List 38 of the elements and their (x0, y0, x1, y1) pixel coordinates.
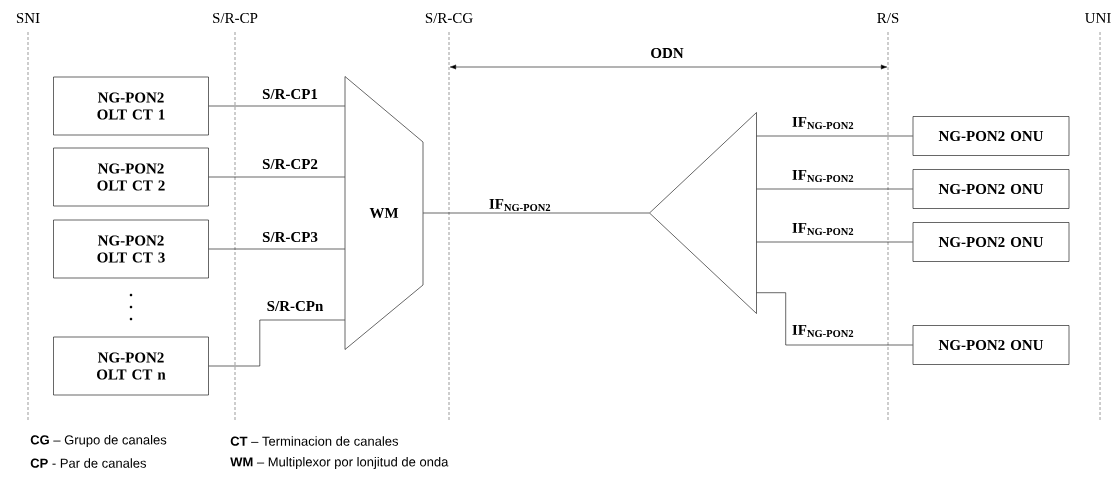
connector-line (756, 292, 913, 346)
edge-label: S/R-CP1 (262, 88, 318, 100)
multiplexer-trapezoid: WM (344, 76, 424, 350)
device-box: NG-PON2 OLT CT 2 (53, 147, 209, 207)
edge-label: IF$_{NG-PON2}$ (792, 324, 854, 338)
reference-point-label: SNI (16, 12, 40, 24)
connector-line (756, 135, 913, 137)
device-box: NG-PON2 ONU (912, 222, 1070, 262)
reference-point-label: R/S (877, 12, 899, 24)
edge-label: S/R-CP3 (262, 231, 318, 243)
splitter-triangle (649, 112, 757, 314)
segment-label: ODN (651, 47, 684, 59)
connector-line (208, 105, 346, 107)
edge-label: IF$_{NG-PON2}$ (792, 222, 854, 236)
edge-label: S/R-CPn (267, 300, 324, 312)
legend-entry: WM – Multiplexor por lonjitud de onda (230, 456, 449, 470)
connector-line (208, 176, 346, 178)
connector-line (422, 212, 650, 214)
legend-entry: CG – Grupo de canales (30, 434, 167, 448)
legend-entry: CP - Par de canales (30, 458, 147, 468)
device-box: NG-PON2 ONU (912, 169, 1070, 209)
device-box: NG-PON2 OLT CT 3 (53, 219, 209, 279)
reference-point-label: S/R-CG (425, 12, 473, 24)
legend-entry: CT – Terminacion de canales (230, 436, 399, 446)
edge-label: IF$_{NG-PON2}$ (489, 198, 551, 212)
device-box: NG-PON2 OLT CT 1 (53, 76, 209, 136)
device-box: NG-PON2 OLT CT n (53, 336, 209, 396)
reference-point-label: S/R-CP (213, 12, 258, 24)
reference-point-label: UNI (1085, 13, 1111, 23)
connector-line (208, 319, 346, 367)
device-box: NG-PON2 ONU (912, 116, 1070, 156)
device-box: NG-PON2 ONU (912, 325, 1070, 365)
edge-label: IF$_{NG-PON2}$ (792, 116, 854, 130)
edge-label: IF$_{NG-PON2}$ (792, 169, 854, 183)
edge-label: S/R-CP2 (262, 158, 318, 170)
connector-line (208, 248, 346, 250)
connector-line (756, 188, 913, 190)
connector-line (756, 241, 913, 243)
